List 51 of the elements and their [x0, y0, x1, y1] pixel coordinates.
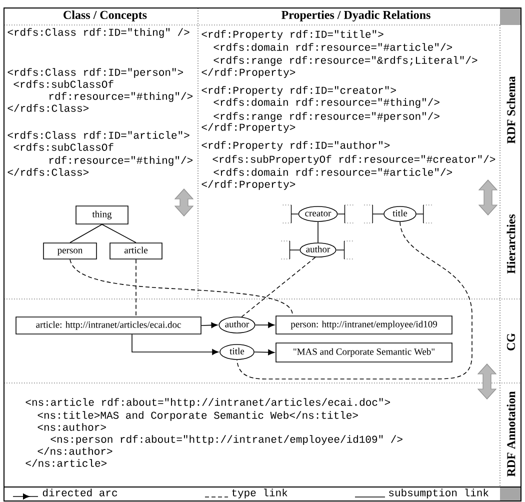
code-line: <rdfs:domain rdf:resource="#article"/>: [214, 43, 452, 51]
concept-box: person: http://intranet/employee/id109: [276, 316, 452, 334]
legend-text: subsumption link: [389, 488, 488, 498]
code-line: <rdfs:range rdf:resource="&rdfs;Literal"/>: [214, 56, 478, 66]
code-line: <ns:author>: [38, 423, 106, 431]
row-label: RDF Schema: [506, 76, 516, 144]
row-label: CG: [506, 333, 516, 350]
code-line: <rdfs:subPropertyOf rdf:resource="#creator"/>: [212, 155, 496, 165]
code-line: <rdf:Property rdf:ID="title">: [202, 30, 384, 40]
arrow: [132, 334, 219, 355]
code-line: </ns:author>: [38, 447, 112, 455]
code-line: <rdfs:range rdf:resource="#person"/>: [214, 112, 440, 122]
concept-box: article: http://intranet/articles/ecai.doc: [16, 316, 202, 334]
code-line: </ns:article>: [26, 459, 106, 467]
connector-line: [70, 224, 102, 243]
code-line: </rdfs:Class>: [8, 168, 88, 176]
code-line: <rdfs:subClassOf: [14, 80, 114, 88]
code-line: <rdfs:domain rdf:resource="#thing"/>: [214, 98, 440, 108]
code-line: </rdf:Property>: [202, 123, 296, 133]
dashed-line: [70, 259, 293, 316]
code-line: </rdf:Property>: [202, 68, 296, 78]
code-line: <rdfs:Class rdf:ID="thing" />: [8, 28, 190, 38]
row-label: Hierarchies: [506, 214, 516, 274]
column-header: Properties / Dyadic Relations: [282, 10, 430, 22]
code-line: rdf:resource="#thing"/>: [49, 92, 192, 102]
code-line: rdf:resource="#thing"/>: [49, 156, 192, 166]
code-line: <rdf:Property rdf:ID="author">: [202, 141, 390, 151]
legend-text: directed arc: [42, 488, 118, 496]
concept-box: thing: [76, 206, 128, 224]
legend-text: type link: [232, 488, 288, 498]
code-line: <rdfs:domain rdf:resource="#article"/>: [214, 168, 452, 176]
code-line: <ns:title>MAS and Corporate Semantic Web</ns:title>: [38, 411, 358, 421]
connector-line: [102, 224, 136, 243]
dashed-line: [236, 222, 472, 380]
code-line: </rdf:Property>: [202, 180, 296, 190]
concept-box: article: [110, 242, 162, 260]
code-line: <ns:person rdf:about="http://intranet/employee/id109" />: [50, 435, 402, 445]
code-line: <ns:article rdf:about="http://intranet/articles/ecai.doc">: [26, 398, 390, 408]
code-line: <rdfs:Class rdf:ID="article">: [8, 131, 190, 139]
code-line: </rdfs:Class>: [8, 104, 88, 112]
code-line: <rdf:Property rdf:ID="creator">: [202, 86, 396, 96]
code-line: <rdfs:Class rdf:ID="person">: [8, 68, 183, 78]
arrow: [254, 349, 275, 356]
code-line: <rdfs:subClassOf: [14, 143, 114, 151]
row-label: RDF Annotation: [506, 391, 516, 477]
arrow: [254, 322, 275, 328]
concept-box: "MAS and Corporate Semantic Web": [276, 342, 452, 362]
concept-box: person: [43, 242, 97, 260]
column-header: Class / Concepts: [64, 10, 147, 22]
dashed-line: [241, 256, 316, 318]
arrow: [201, 322, 218, 328]
